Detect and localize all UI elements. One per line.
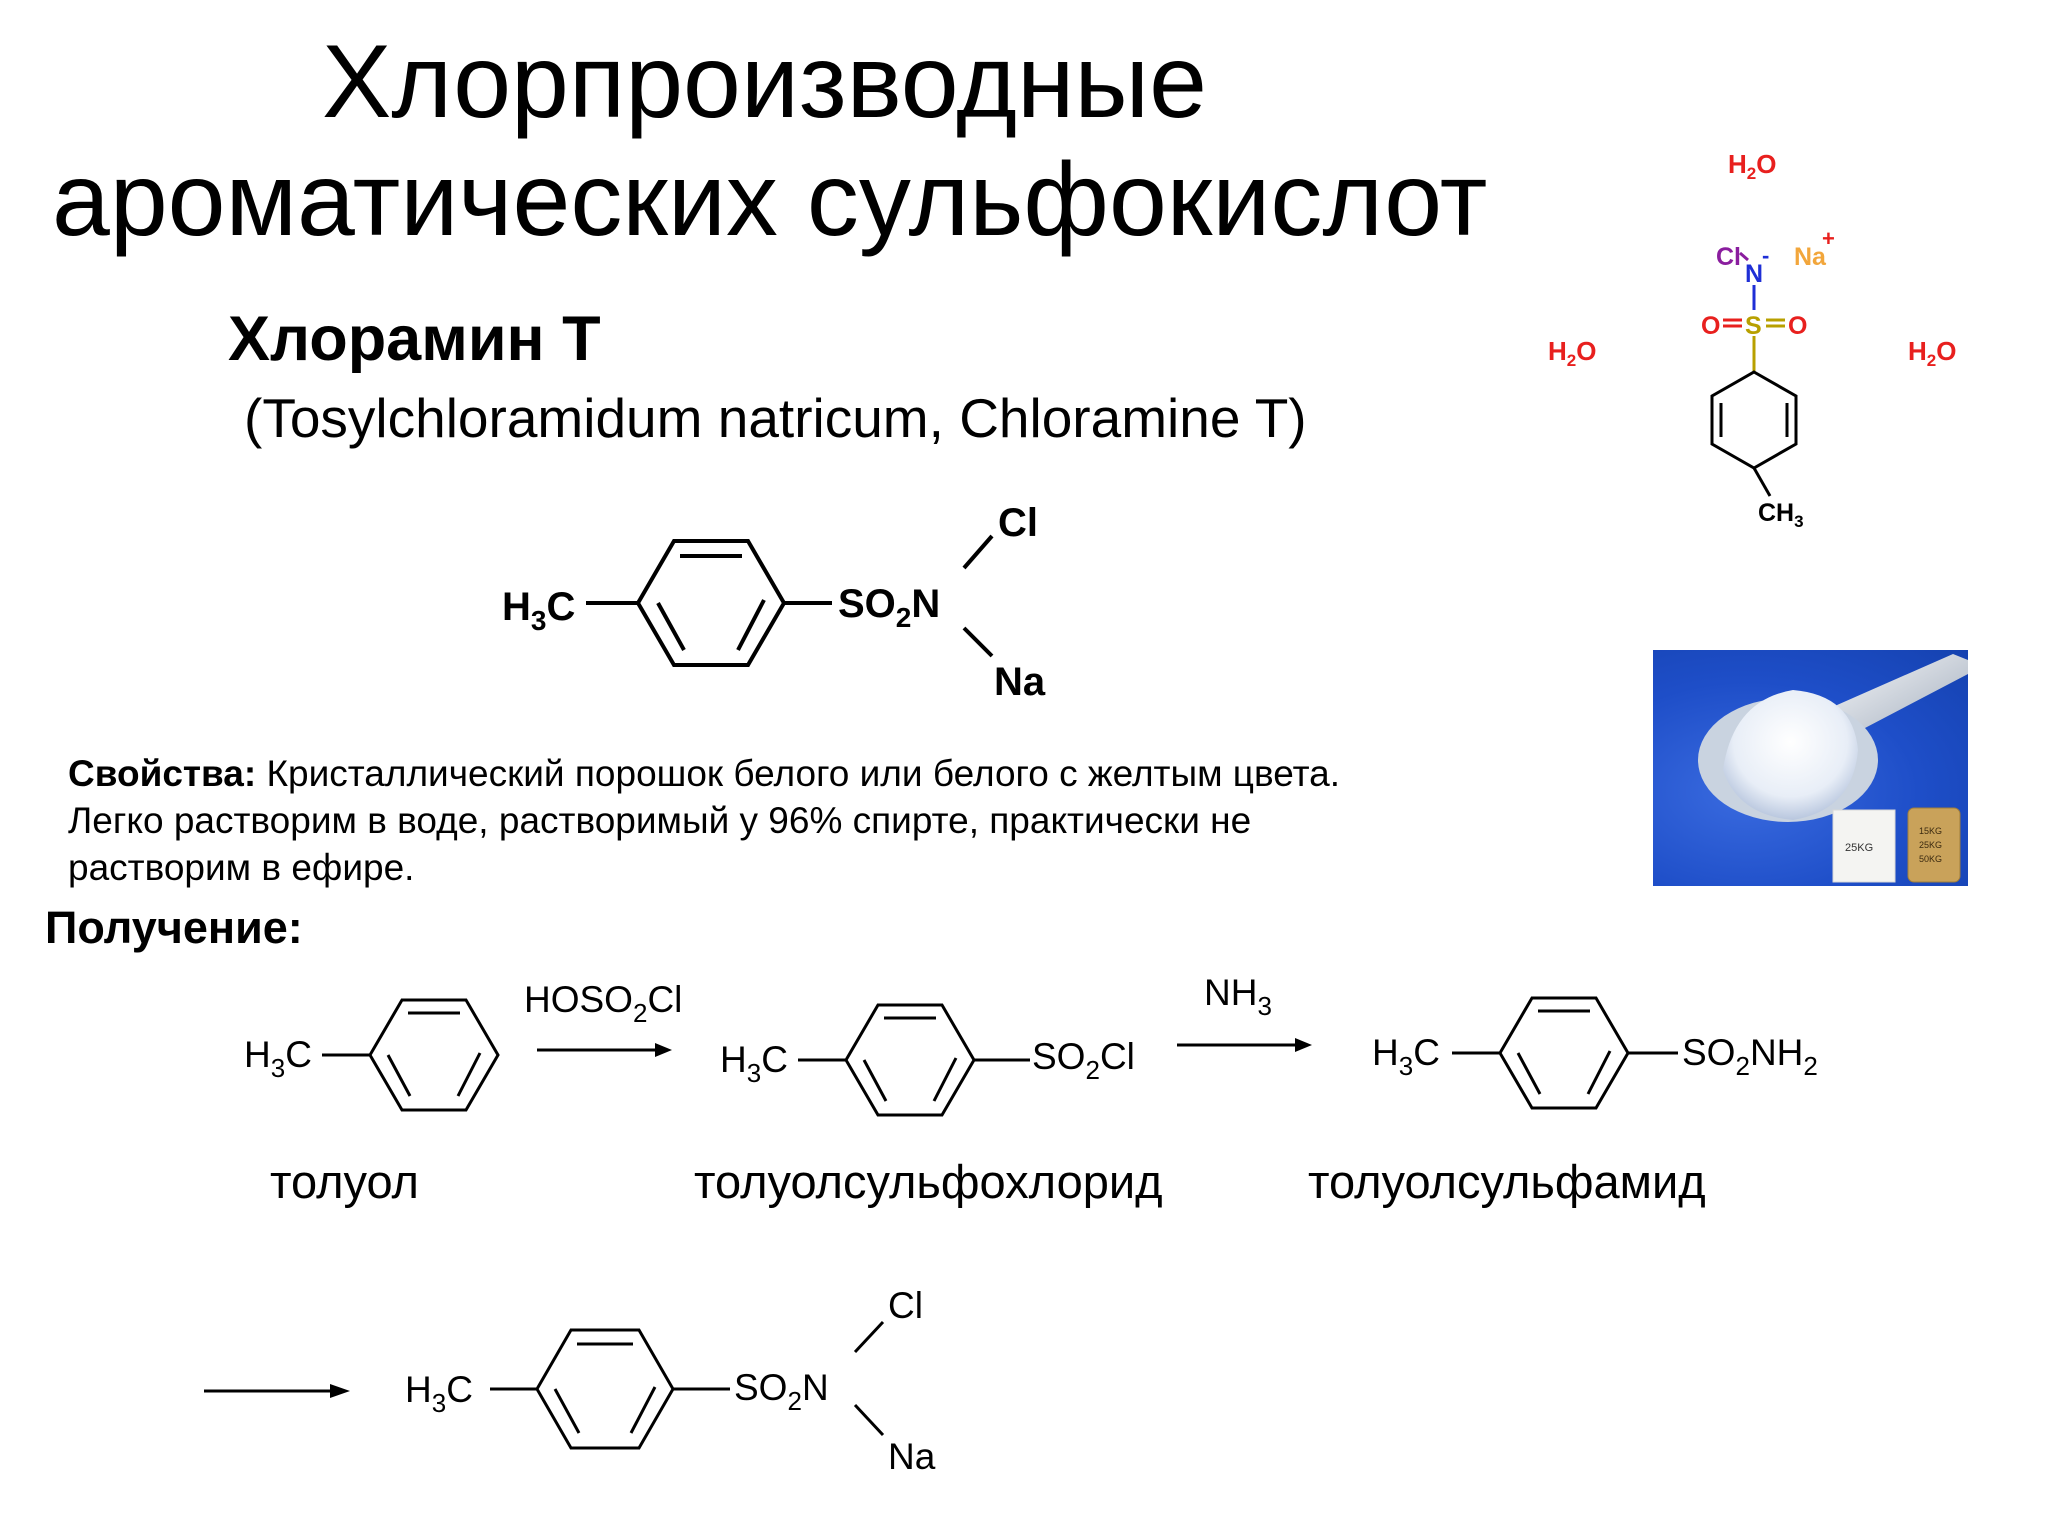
properties-line-1: Свойства: Кристаллический порошок белого… bbox=[68, 750, 1340, 797]
hydrate-benzene-ring bbox=[1710, 370, 1798, 470]
properties-line-3: растворим в ефире. bbox=[68, 847, 415, 888]
final-cl: Cl bbox=[888, 1285, 923, 1326]
compound-name: Хлорамин Т bbox=[228, 304, 601, 374]
sodium-atom: Na bbox=[1794, 243, 1827, 271]
properties-text-1: Кристаллический порошок белого или белог… bbox=[266, 753, 1340, 794]
properties-line-2: Легко растворим в воде, растворимый у 96… bbox=[68, 800, 1252, 841]
positive-charge: + bbox=[1822, 226, 1835, 251]
arrow-1-head bbox=[655, 1043, 672, 1057]
oxygen-atom-left: O bbox=[1701, 312, 1720, 340]
name-sulfochloride: толуолсульфохлорид bbox=[694, 1155, 1163, 1208]
name-toluene: толуол bbox=[270, 1155, 419, 1208]
white-powder bbox=[1723, 690, 1858, 820]
drum-image bbox=[1907, 807, 1961, 883]
h3c-label: H3C bbox=[502, 585, 575, 636]
sulfur-atom: S bbox=[1745, 312, 1762, 340]
so2cl-group: SO2Cl bbox=[1032, 1036, 1135, 1085]
synthesis-heading: Получение: bbox=[45, 902, 303, 953]
sulfochloride-h3c: H3C bbox=[720, 1039, 788, 1088]
water-molecule-top: H2O bbox=[1728, 149, 1776, 183]
final-na: Na bbox=[888, 1436, 936, 1477]
title-line-2: ароматических сульфокислот bbox=[52, 142, 1488, 258]
title-line-1: Хлорпроизводные bbox=[322, 24, 1208, 140]
compound-latin-name: (Tosylchloramidum natricum, Chloramine T… bbox=[244, 387, 1307, 449]
bag-image bbox=[1832, 809, 1896, 883]
so2n-label: SO2N bbox=[838, 582, 940, 633]
nitrogen-atom: N bbox=[1745, 260, 1763, 288]
reagent-nh3: NH3 bbox=[1204, 972, 1272, 1021]
sulfamide-h3c: H3C bbox=[1372, 1032, 1440, 1081]
negative-charge: - bbox=[1762, 243, 1769, 268]
chloramine-t-structure: H3C SO2N Cl Na bbox=[502, 501, 1046, 704]
arrow-3-head bbox=[330, 1384, 350, 1398]
drum-label-2: 25KG bbox=[1919, 840, 1942, 850]
name-sulfamide: толуолсульфамид bbox=[1308, 1155, 1706, 1208]
final-h3c: H3C bbox=[405, 1369, 473, 1418]
powder-photo: 25KG 15KG 25KG 50KG bbox=[1653, 650, 1968, 886]
bag-label: 25KG bbox=[1845, 842, 1873, 854]
water-molecule-right: H2O bbox=[1908, 336, 1956, 370]
chlorine-atom: Cl bbox=[1716, 243, 1741, 271]
drum-label-1: 15KG bbox=[1919, 826, 1942, 836]
properties-label: Свойства: bbox=[68, 753, 257, 794]
hydrate-structure: H2O H2O H2O Cl N - Na + O S O CH3 bbox=[1548, 149, 1956, 531]
synthesis-scheme-row-1: H3C HOSO2Cl H3C SO2Cl NH3 H3C SO2NH2 bbox=[244, 972, 1818, 1117]
toluene-h3c: H3C bbox=[244, 1034, 312, 1083]
so2nh2-group: SO2NH2 bbox=[1682, 1032, 1818, 1081]
synthesis-scheme-row-2: H3C SO2N Cl Na bbox=[204, 1285, 936, 1477]
arrow-2-head bbox=[1295, 1038, 1312, 1052]
properties-block: Свойства: Кристаллический порошок белого… bbox=[68, 750, 1340, 891]
water-molecule-left: H2O bbox=[1548, 336, 1596, 370]
toluene-ring bbox=[368, 998, 500, 1112]
oxygen-atom-right: O bbox=[1788, 312, 1807, 340]
na-label: Na bbox=[994, 660, 1046, 704]
cl-label: Cl bbox=[998, 501, 1038, 545]
final-so2n: SO2N bbox=[734, 1367, 829, 1416]
ch3-label: CH3 bbox=[1758, 499, 1804, 531]
reagent-hoso2cl: HOSO2Cl bbox=[524, 979, 682, 1028]
drum-label-3: 50KG bbox=[1919, 854, 1942, 864]
